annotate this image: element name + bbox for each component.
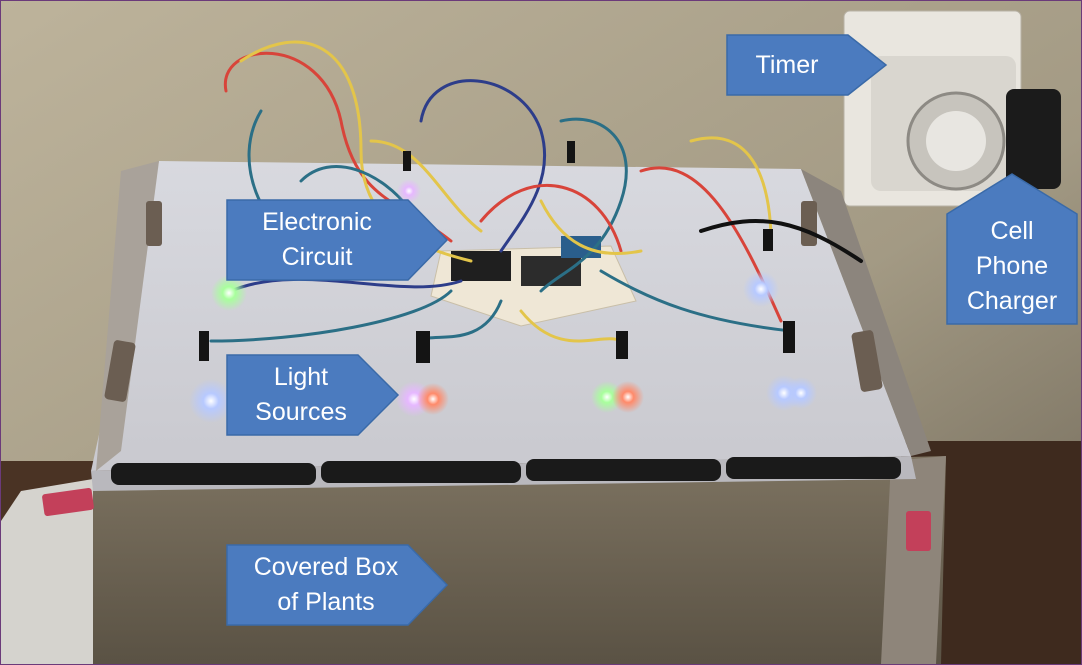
- callout-cell-phone-charger: Cell Phone Charger: [946, 173, 1078, 325]
- callout-charger-line-2: Phone: [975, 251, 1049, 280]
- callout-light-line-2: Sources: [255, 398, 347, 426]
- callout-charger-line-1: Cell: [990, 216, 1034, 245]
- callout-box-line-2: of Plants: [277, 588, 375, 616]
- callout-charger-line-3: Charger: [966, 286, 1058, 315]
- callout-circuit-line-2: Circuit: [281, 243, 353, 271]
- callout-light-line-1: Light: [273, 363, 329, 391]
- callout-timer-label: Timer: [755, 50, 819, 79]
- callout-covered-box-of-plants: Covered Box of Plants: [226, 544, 449, 626]
- callout-box-line-1: Covered Box: [253, 553, 399, 581]
- callout-circuit-line-1: Electronic: [262, 208, 372, 236]
- callout-light-sources: Light Sources: [226, 354, 400, 436]
- callout-timer: Timer: [726, 34, 888, 96]
- callout-electronic-circuit: Electronic Circuit: [226, 199, 449, 281]
